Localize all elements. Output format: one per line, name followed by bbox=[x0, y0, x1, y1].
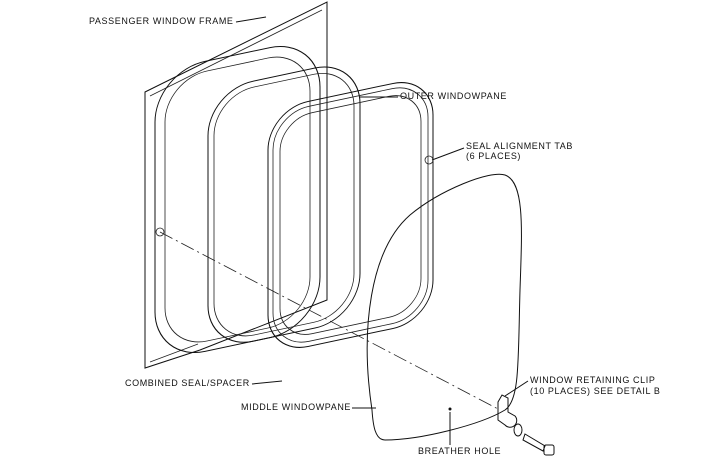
passenger-window-frame bbox=[144, 1, 328, 369]
leader-lines bbox=[235, 16, 529, 445]
label-combined-seal-spacer: COMBINED SEAL/SPACER bbox=[125, 378, 250, 388]
label-window-retaining-clip: WINDOW RETAINING CLIP bbox=[530, 375, 656, 385]
screw bbox=[522, 433, 546, 452]
label-seal-alignment-tab: SEAL ALIGNMENT TAB bbox=[466, 141, 574, 151]
washer bbox=[513, 423, 523, 437]
outer-windowpane bbox=[207, 66, 361, 343]
label-outer-windowpane: OUTER WINDOWPANE bbox=[400, 91, 507, 101]
breather-hole bbox=[448, 407, 452, 411]
seal-alignment-tab bbox=[424, 155, 434, 165]
combined-seal-spacer bbox=[267, 82, 434, 348]
middle-windowpane bbox=[366, 173, 522, 441]
center-axis-line bbox=[159, 231, 501, 411]
window-retaining-clip bbox=[497, 394, 555, 456]
label-passenger-window-frame: PASSENGER WINDOW FRAME bbox=[89, 16, 234, 26]
label-breather-hole: BREATHER HOLE bbox=[418, 446, 502, 456]
label-clip-note: (10 PLACES) SEE DETAIL B bbox=[530, 386, 661, 396]
label-seal-tab-count: (6 PLACES) bbox=[466, 151, 522, 161]
label-middle-windowpane: MIDDLE WINDOWPANE bbox=[241, 402, 352, 412]
